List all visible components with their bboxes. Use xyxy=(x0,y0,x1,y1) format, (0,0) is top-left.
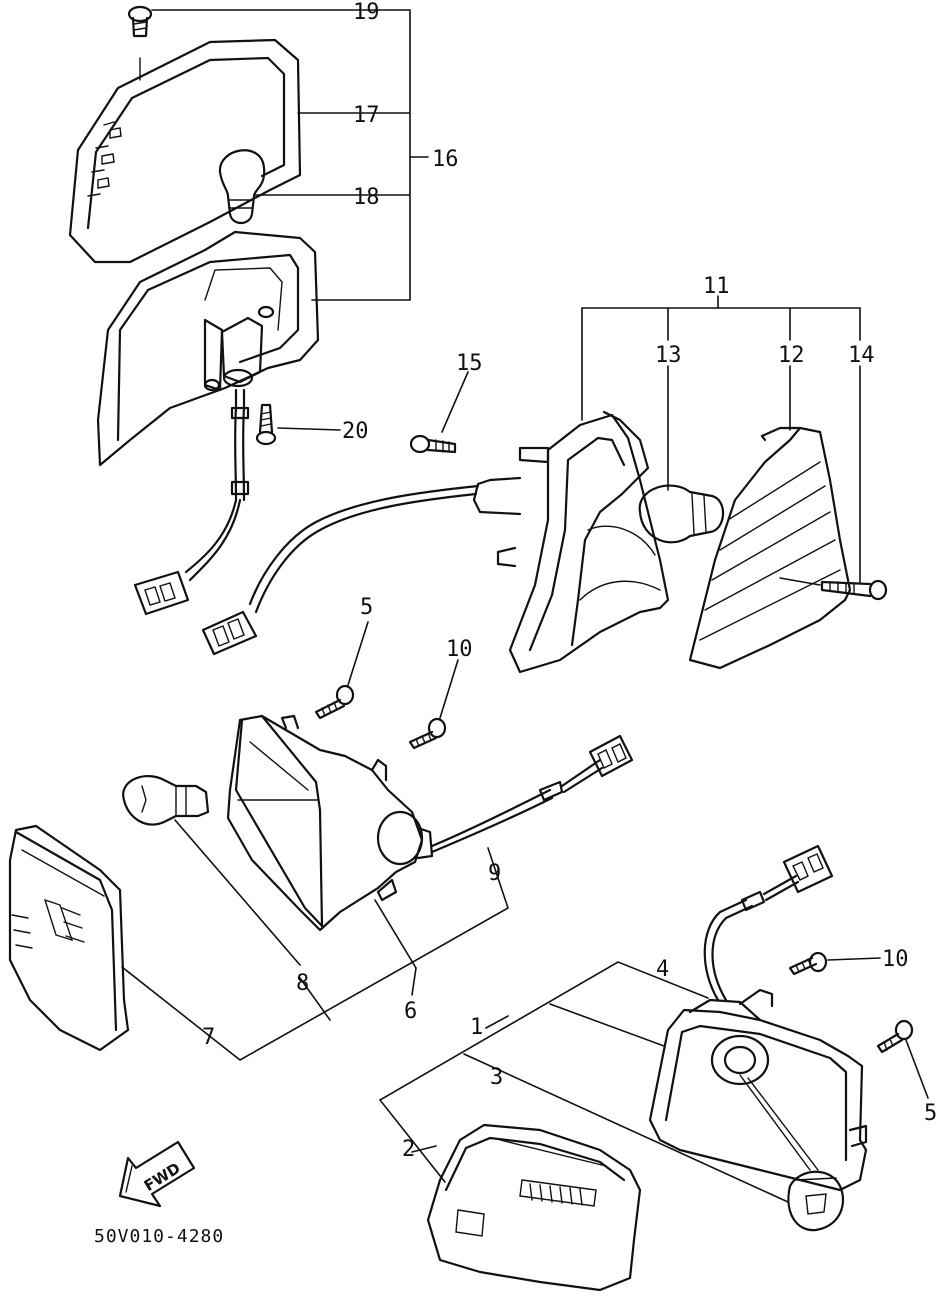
screw-19 xyxy=(127,5,153,81)
lens-7 xyxy=(8,824,130,1052)
label-15: 15 xyxy=(456,351,483,376)
label-9: 9 xyxy=(488,861,501,886)
label-19: 19 xyxy=(353,0,380,25)
screw-14 xyxy=(820,579,888,601)
screw-5-upper xyxy=(314,684,355,720)
label-14: 14 xyxy=(848,343,875,368)
label-10-lower: 10 xyxy=(882,947,909,972)
housing-6 xyxy=(226,714,434,932)
leaders-6 xyxy=(121,819,509,1061)
bulb-18 xyxy=(218,149,266,225)
label-20: 20 xyxy=(342,419,369,444)
label-5-lower: 5 xyxy=(924,1101,937,1126)
housing-1 xyxy=(648,988,868,1192)
label-16: 16 xyxy=(432,147,459,172)
leader-10-upper xyxy=(439,659,459,719)
label-6: 6 xyxy=(404,999,417,1024)
bulb-3 xyxy=(787,1170,845,1232)
label-5-upper: 5 xyxy=(360,595,373,620)
housing-16 xyxy=(96,230,320,467)
leader-20 xyxy=(277,427,341,431)
label-13: 13 xyxy=(655,343,682,368)
screw-5-lower xyxy=(876,1019,914,1054)
screw-20 xyxy=(255,403,277,446)
label-1: 1 xyxy=(470,1015,483,1040)
lens-12 xyxy=(688,426,852,670)
label-18: 18 xyxy=(353,185,380,210)
fwd-arrow-icon xyxy=(118,1140,196,1208)
lens-17 xyxy=(68,38,302,264)
label-11: 11 xyxy=(703,274,730,299)
wire-6-harness xyxy=(430,734,634,854)
screw-14-shaft xyxy=(779,577,821,586)
leader-10-lower xyxy=(827,957,881,961)
label-10-upper: 10 xyxy=(446,637,473,662)
label-12: 12 xyxy=(778,343,805,368)
label-4: 4 xyxy=(656,957,669,982)
screw-15 xyxy=(409,434,457,454)
leaders-16 xyxy=(151,9,429,301)
lens-2 xyxy=(426,1123,642,1292)
screw-10-upper xyxy=(408,717,447,750)
leader-5-lower xyxy=(905,1039,929,1099)
label-17: 17 xyxy=(353,103,380,128)
wire-1-harness xyxy=(703,844,834,1002)
wire-11-harness xyxy=(201,484,480,656)
label-7: 7 xyxy=(202,1025,215,1050)
bulb-8 xyxy=(122,775,210,826)
label-3: 3 xyxy=(490,1065,503,1090)
bulb-13 xyxy=(638,484,725,544)
leaders-1 xyxy=(378,961,789,1203)
leaders-11 xyxy=(581,295,861,583)
label-8: 8 xyxy=(296,971,309,996)
fwd-label: FWD xyxy=(141,1159,184,1195)
screw-10-lower xyxy=(788,951,828,976)
leader-15 xyxy=(441,371,469,433)
housing-11 xyxy=(472,410,670,674)
label-2: 2 xyxy=(402,1137,415,1162)
drawing-code: 50V010-4280 xyxy=(94,1226,224,1247)
leader-5-upper xyxy=(347,621,369,686)
wire-16-harness xyxy=(133,388,250,616)
